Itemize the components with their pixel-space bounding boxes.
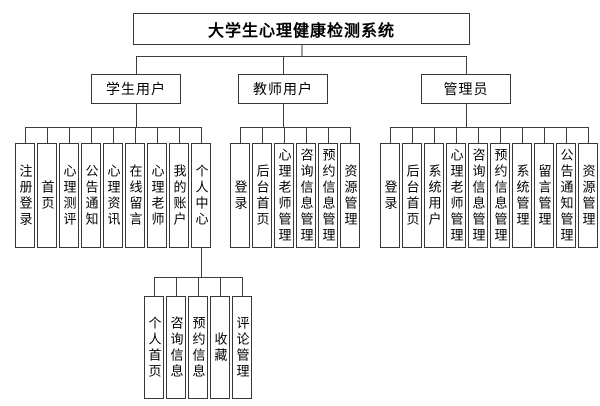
leaf-node-label: 登录 <box>382 179 398 212</box>
leaf-node-label: 心理老师管理 <box>448 147 464 244</box>
leaf-node-label: 公告通知 <box>83 163 99 228</box>
leaf-node-label: 公告通知管理 <box>558 147 574 244</box>
leaf-node-label: 我的账户 <box>171 163 187 228</box>
leaf-node-label: 心理老师管理 <box>276 147 292 244</box>
leaf-node-label: 系统管理 <box>514 163 530 228</box>
leaf-node: 心理老师管理 <box>446 143 466 248</box>
leaf-node: 预约信息管理 <box>490 143 510 248</box>
leaf-node-label: 资源管理 <box>342 163 358 228</box>
leaf-node: 咨询信息 <box>166 296 186 399</box>
leaf-node-label: 心理老师 <box>149 163 165 228</box>
leaf-node-label: 个人中心 <box>193 163 209 228</box>
leaf-node: 注册登录 <box>15 143 35 248</box>
root-node-label: 大学生心理健康检测系统 <box>207 23 395 40</box>
leaf-node: 个人首页 <box>144 296 164 399</box>
leaf-node: 我的账户 <box>169 143 189 248</box>
leaf-node-label: 心理资讯 <box>105 163 121 228</box>
leaf-node: 资源管理 <box>340 143 360 248</box>
branch-node-admin-label: 管理员 <box>443 81 489 97</box>
leaf-node: 登录 <box>230 143 250 248</box>
leaf-node-label: 首页 <box>39 179 55 212</box>
branch-node-teacher-user: 教师用户 <box>238 74 328 104</box>
leaf-node-label: 评论管理 <box>234 315 250 380</box>
leaf-node: 评论管理 <box>232 296 252 399</box>
leaf-node-label: 在线留言 <box>127 163 143 228</box>
leaf-node: 后台首页 <box>252 143 272 248</box>
leaf-node: 留言管理 <box>534 143 554 248</box>
leaf-node: 心理老师 <box>147 143 167 248</box>
leaf-node-label: 注册登录 <box>17 163 33 228</box>
leaf-node: 后台首页 <box>402 143 422 248</box>
leaf-node-label: 资源管理 <box>580 163 596 228</box>
leaf-node-label: 个人首页 <box>146 315 162 380</box>
leaf-node: 首页 <box>37 143 57 248</box>
leaf-node-label: 咨询信息 <box>168 315 184 380</box>
branch-node-teacher-user-label: 教师用户 <box>253 81 313 97</box>
leaf-node: 个人中心 <box>191 143 211 248</box>
leaf-node-label: 预约信息 <box>190 315 206 380</box>
leaf-node-label: 预约信息管理 <box>320 147 336 244</box>
leaf-node-label: 后台首页 <box>254 163 270 228</box>
leaf-node-label: 咨询信息管理 <box>470 147 486 244</box>
leaf-node-label: 收藏 <box>212 331 228 364</box>
leaf-node: 在线留言 <box>125 143 145 248</box>
leaf-node: 公告通知管理 <box>556 143 576 248</box>
leaf-node: 咨询信息管理 <box>468 143 488 248</box>
branch-node-student-user: 学生用户 <box>91 74 181 104</box>
leaf-node: 预约信息 <box>188 296 208 399</box>
leaf-node: 心理资讯 <box>103 143 123 248</box>
leaf-node: 心理测评 <box>59 143 79 248</box>
leaf-node-label: 心理测评 <box>61 163 77 228</box>
leaf-node: 预约信息管理 <box>318 143 338 248</box>
leaf-node-label: 登录 <box>232 179 248 212</box>
leaf-node: 登录 <box>380 143 400 248</box>
root-node: 大学生心理健康检测系统 <box>133 13 470 45</box>
leaf-node: 咨询信息管理 <box>296 143 316 248</box>
leaf-node: 公告通知 <box>81 143 101 248</box>
leaf-node: 资源管理 <box>578 143 598 248</box>
branch-node-admin: 管理员 <box>421 74 511 104</box>
leaf-node-label: 咨询信息管理 <box>298 147 314 244</box>
leaf-node-label: 留言管理 <box>536 163 552 228</box>
leaf-node: 心理老师管理 <box>274 143 294 248</box>
leaf-node-label: 后台首页 <box>404 163 420 228</box>
leaf-node: 系统管理 <box>512 143 532 248</box>
leaf-node: 系统用户 <box>424 143 444 248</box>
branch-node-student-user-label: 学生用户 <box>106 81 166 97</box>
leaf-node-label: 预约信息管理 <box>492 147 508 244</box>
leaf-node: 收藏 <box>210 296 230 399</box>
leaf-node-label: 系统用户 <box>426 163 442 228</box>
